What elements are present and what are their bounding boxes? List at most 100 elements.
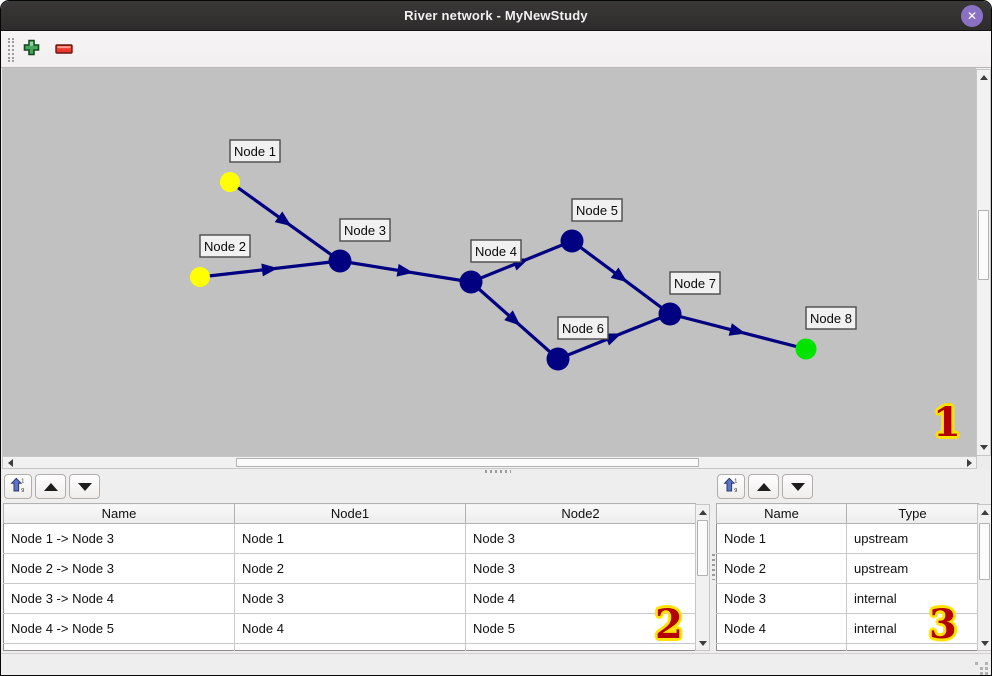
column-header-name[interactable]: Name	[3, 503, 235, 524]
horizontal-splitter[interactable]	[1, 469, 991, 474]
node-label-node-2: Node 2	[199, 234, 251, 258]
toolbar-drag-handle[interactable]	[8, 38, 14, 62]
scrollbar-thumb[interactable]	[697, 520, 708, 576]
close-button[interactable]: ✕	[961, 5, 983, 27]
node-node-3[interactable]	[328, 249, 352, 273]
up-triangle-icon	[43, 482, 58, 491]
svg-text:1: 1	[21, 478, 24, 484]
node-label-box	[470, 239, 522, 263]
table-cell: Node 3	[234, 583, 466, 614]
node-label-text: Node 8	[810, 311, 852, 326]
node-label-node-7: Node 7	[669, 271, 721, 295]
links-table-scrollbar[interactable]	[695, 504, 710, 651]
scroll-up-button[interactable]	[978, 506, 991, 518]
edge-arrow-icon	[261, 263, 278, 277]
links-move-up-button[interactable]	[35, 474, 66, 499]
node-label-box	[571, 198, 623, 222]
table-cell: Node 2	[716, 553, 847, 584]
empty-row	[3, 643, 696, 651]
som-marker-2: 2	[655, 601, 683, 648]
vertical-splitter[interactable]	[711, 474, 716, 653]
table-cell: upstream	[846, 553, 979, 584]
scrollbar-corner	[977, 456, 991, 469]
arrow-up-icon	[698, 509, 707, 515]
table-cell: Node 4 -> Node 5	[3, 613, 235, 644]
node-node-7[interactable]	[658, 302, 682, 326]
plus-icon	[23, 39, 40, 59]
canvas-vertical-scrollbar[interactable]	[976, 69, 991, 456]
nodes-move-down-button[interactable]	[782, 474, 813, 499]
scroll-right-button[interactable]	[963, 457, 975, 468]
splitter-handle-icon	[712, 554, 715, 580]
edge-arrow-icon	[274, 211, 292, 227]
titlebar[interactable]: River network - MyNewStudy ✕	[1, 1, 991, 31]
table-cell: Node 2	[234, 553, 466, 584]
scrollbar-thumb[interactable]	[979, 523, 990, 580]
nodes-sort-button[interactable]: 1 9	[717, 474, 745, 499]
node-node-8[interactable]	[795, 338, 817, 360]
table-cell: internal	[846, 613, 979, 644]
node-label-box	[669, 271, 721, 295]
canvas-horizontal-scrollbar[interactable]	[2, 456, 977, 469]
som-marker-3: 3	[929, 601, 957, 648]
scroll-up-button[interactable]	[696, 506, 709, 518]
node-label-text: Node 4	[475, 244, 517, 259]
arrow-up-icon	[980, 509, 989, 515]
column-header-node2[interactable]: Node2	[465, 503, 696, 524]
node-node-6[interactable]	[546, 347, 570, 371]
column-header-node1[interactable]: Node1	[234, 503, 466, 524]
scroll-down-button[interactable]	[978, 637, 991, 649]
column-header-name[interactable]: Name	[716, 503, 847, 524]
links-move-down-button[interactable]	[69, 474, 100, 499]
links-sort-button[interactable]: 1 9	[4, 474, 32, 499]
node-label-box	[229, 139, 281, 163]
table-cell: Node 5	[465, 613, 696, 644]
scroll-down-button[interactable]	[696, 637, 709, 649]
node-node-5[interactable]	[560, 229, 584, 253]
scroll-down-button[interactable]	[977, 441, 990, 454]
column-header-type[interactable]: Type	[846, 503, 979, 524]
arrow-down-icon	[980, 640, 989, 646]
table-cell: Node 3 -> Node 4	[3, 583, 235, 614]
arrow-left-icon	[7, 458, 13, 467]
table-cell: Node 3	[716, 583, 847, 614]
table-cell: Node 4	[234, 613, 466, 644]
node-label-box	[339, 218, 391, 242]
scroll-up-button[interactable]	[977, 71, 990, 84]
edge-arrow-icon	[396, 263, 414, 277]
node-node-1[interactable]	[220, 172, 240, 192]
node-node-4[interactable]	[459, 270, 483, 294]
nodes-move-up-button[interactable]	[748, 474, 779, 499]
remove-button[interactable]	[49, 34, 79, 64]
scroll-left-button[interactable]	[4, 457, 16, 468]
arrow-up-icon	[979, 75, 988, 80]
scrollbar-thumb[interactable]	[978, 210, 989, 280]
arrow-down-icon	[979, 445, 988, 450]
resize-grip-icon[interactable]	[975, 662, 978, 665]
edge-arrow-icon	[610, 267, 628, 283]
add-button[interactable]	[16, 34, 46, 64]
node-label-text: Node 6	[562, 321, 604, 336]
node-label-text: Node 5	[576, 203, 618, 218]
node-node-2[interactable]	[190, 267, 210, 287]
table-cell: Node 4	[716, 613, 847, 644]
scrollbar-thumb[interactable]	[236, 458, 699, 467]
table-cell	[3, 643, 235, 651]
table-cell: internal	[846, 583, 979, 614]
nodes-table-scrollbar[interactable]	[977, 504, 991, 651]
